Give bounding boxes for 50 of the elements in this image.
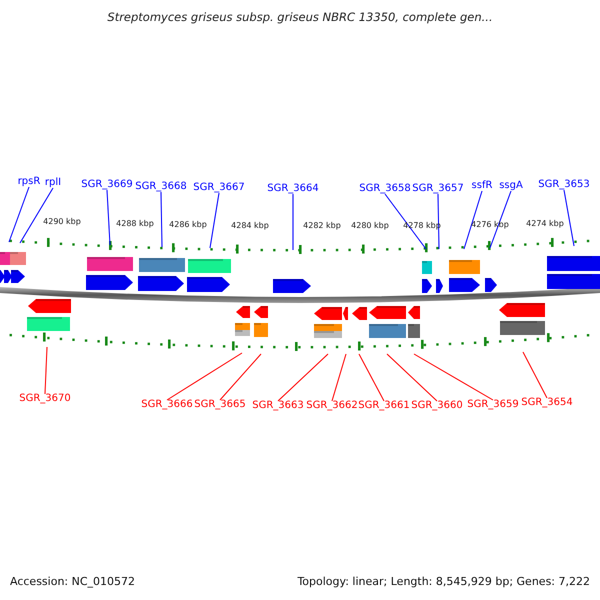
leader-line [8,186,30,242]
leader-line [44,346,48,394]
leader-line [292,194,294,250]
scale-label: 4274 kbp [526,220,564,228]
gene-label: SGR_3658 [359,184,411,194]
gene-label: SGR_3669 [81,180,133,190]
leader-line [20,188,54,244]
gene-label: rpsR [18,177,40,187]
gene-label: SGR_3659 [467,400,519,410]
gene-label: SGR_3663 [252,401,304,411]
gene-label: SGR_3661 [358,401,410,411]
leader-line [384,194,426,250]
gene-label: SGR_3670 [19,394,71,404]
leader-line [522,352,548,398]
scale-label: 4288 kbp [116,220,154,228]
scale-label: 4284 kbp [231,222,269,230]
scale-label: 4286 kbp [169,221,207,229]
gene-label: SGR_3654 [521,398,573,408]
gene-label: SGR_3657 [412,184,464,194]
gene-label: rplI [44,178,62,188]
leader-line [106,190,110,246]
leader-line [332,354,346,402]
gene-label: SGR_3660 [411,401,463,411]
gene-label: ssgA [499,181,523,191]
summary-note: Topology: linear; Length: 8,545,929 bp; Genes: 7,222 [297,575,590,588]
gene-label: SGR_3665 [194,400,246,410]
leader-line [464,190,482,250]
leader-line [278,354,328,402]
scale-label: 4280 kbp [351,222,389,230]
gene-label: SGR_3668 [135,182,187,192]
gene-label: SGR_3666 [141,400,193,410]
leader-line [220,354,262,400]
leader-line [160,192,162,248]
leader-line [166,352,242,400]
leader-line [438,194,440,250]
scale-label: 4290 kbp [43,218,81,226]
leader-line [210,192,220,248]
gene-label: SGR_3664 [267,184,319,194]
leader-line [490,190,512,248]
accession-note: Accession: NC_010572 [10,575,136,588]
gene-label: SGR_3653 [538,180,590,190]
gene-label: SGR_3667 [193,183,245,193]
leader-line [358,354,384,402]
title: Streptomyces griseus subsp. griseus NBRC 13350, complete gen... [106,10,494,24]
leader-line [564,190,574,246]
gene-label: SGR_3662 [306,401,358,411]
scale-label: 4282 kbp [303,222,341,230]
gene-label: ssfR [472,181,492,191]
leader-line [386,354,438,402]
leader-line [414,354,494,400]
